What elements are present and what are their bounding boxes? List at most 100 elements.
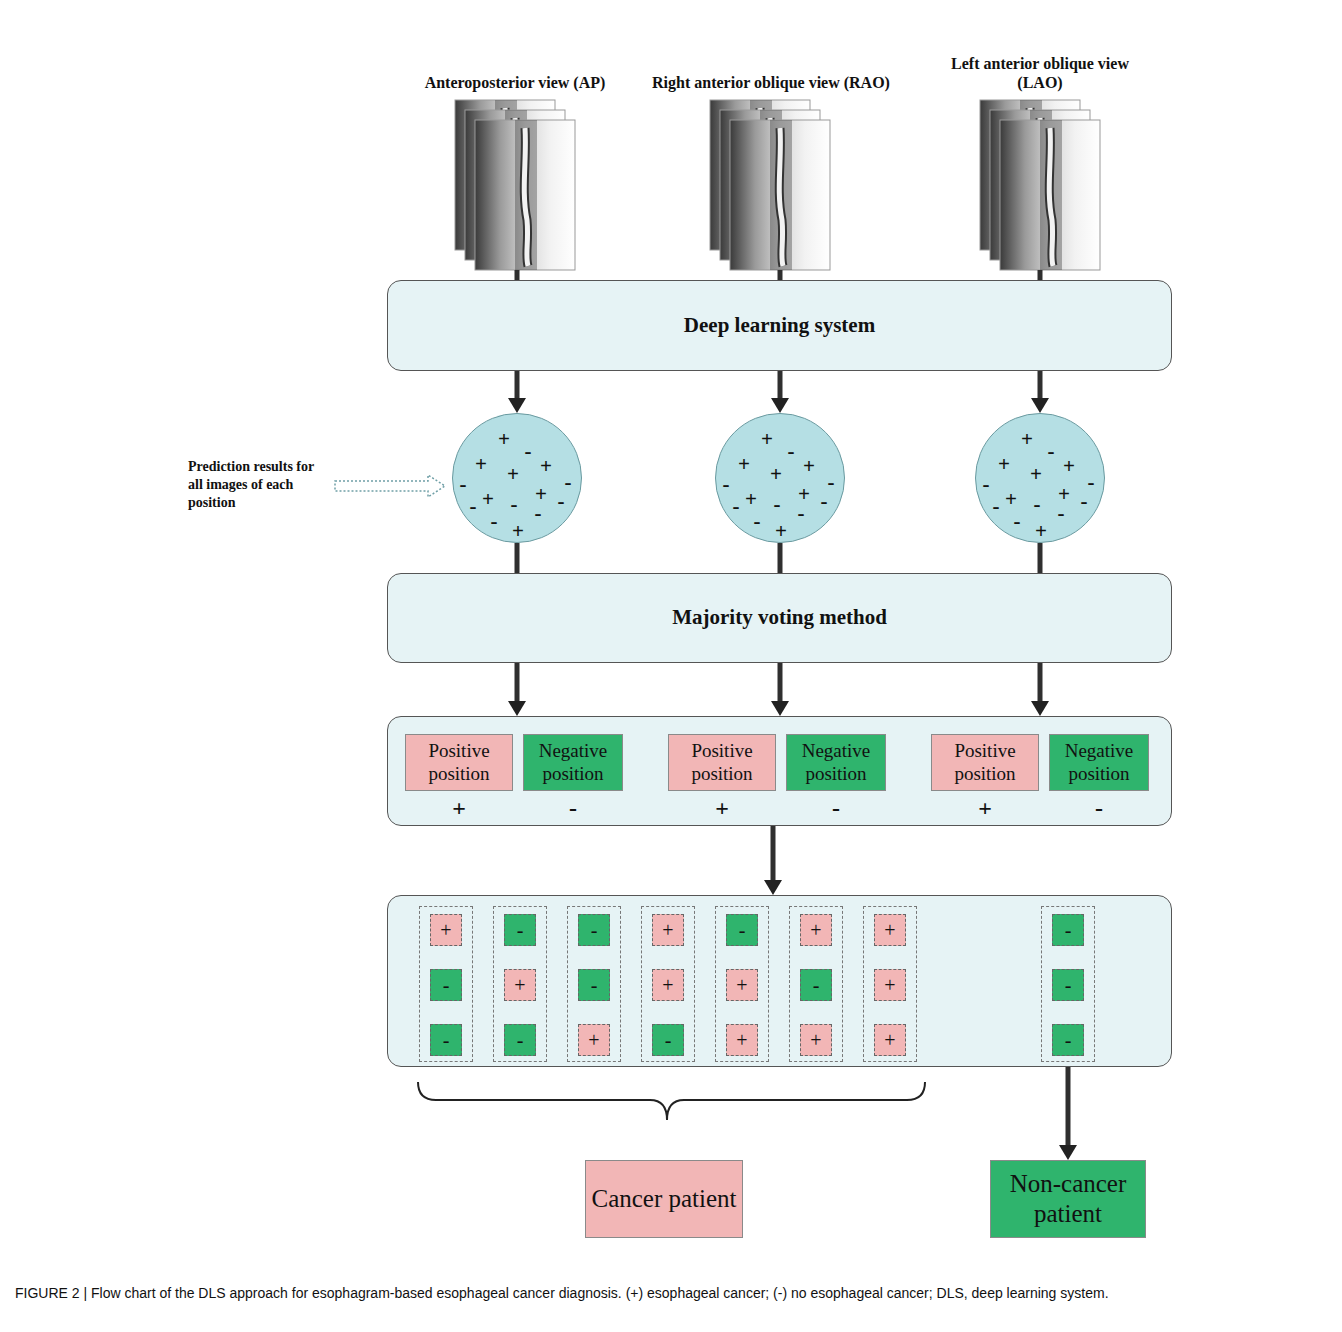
- prediction-circle: +-+++--+-+----+: [975, 413, 1105, 543]
- prediction-sign: +: [745, 489, 757, 510]
- prediction-sign: -: [788, 441, 795, 462]
- flow-connector: [771, 826, 776, 882]
- box-label: +: [884, 973, 895, 997]
- prediction-sign: -: [470, 496, 477, 517]
- flow-connector: [1038, 270, 1043, 280]
- outcome-box: Non-cancer patient: [990, 1160, 1146, 1238]
- vote-box: +: [800, 914, 832, 946]
- prediction-sign: +: [1005, 489, 1017, 510]
- prediction-sign: -: [774, 494, 781, 515]
- prediction-sign: -: [1048, 441, 1055, 462]
- arrow-head: [1031, 398, 1049, 413]
- prediction-sign: -: [983, 474, 990, 495]
- prediction-sign: +: [998, 454, 1010, 475]
- xray-stack: [455, 100, 575, 270]
- position-sign: -: [524, 796, 622, 820]
- position-sign: +: [669, 796, 775, 820]
- box-label: -: [517, 1028, 524, 1052]
- box-label: -: [591, 918, 598, 942]
- position-sign: +: [406, 796, 512, 820]
- flow-connector: [778, 270, 783, 280]
- vote-box: -: [504, 1024, 536, 1056]
- position-sign: +: [932, 796, 1038, 820]
- box-label: +: [810, 918, 821, 942]
- prediction-sign: +: [507, 464, 519, 485]
- prediction-sign: -: [1058, 503, 1065, 524]
- box-label: Negative position: [790, 740, 882, 786]
- flow-connector: [515, 371, 520, 400]
- box-label: +: [514, 973, 525, 997]
- box-label: -: [739, 918, 746, 942]
- prediction-sign: -: [460, 474, 467, 495]
- flow-connector: [1038, 543, 1043, 573]
- image-stack: Anteroposterior view (AP): [455, 100, 575, 270]
- prediction-circle: +-+++--+-+----+: [715, 413, 845, 543]
- prediction-sign: +: [1021, 429, 1033, 450]
- prediction-sign: -: [565, 472, 572, 493]
- vote-box: +: [874, 969, 906, 1001]
- vote-box: +: [874, 1024, 906, 1056]
- prediction-sign: -: [491, 511, 498, 532]
- position-box: Positive position+: [405, 734, 513, 791]
- arrow-head: [764, 880, 782, 895]
- view-heading: Anteroposterior view (AP): [420, 73, 610, 92]
- vote-box: -: [578, 969, 610, 1001]
- vote-box: +: [578, 1024, 610, 1056]
- box-label: -: [443, 1028, 450, 1052]
- vote-box: +: [800, 1024, 832, 1056]
- box-label: Positive position: [935, 740, 1035, 786]
- prediction-sign: -: [754, 511, 761, 532]
- box-label: Negative position: [1053, 740, 1145, 786]
- box-label: +: [810, 1028, 821, 1052]
- result-panel: +---+---+++--+++-++++---: [387, 895, 1172, 1067]
- vote-box: -: [504, 914, 536, 946]
- flow-connector: [778, 371, 783, 400]
- box-label: +: [884, 918, 895, 942]
- prediction-sign: +: [798, 484, 810, 505]
- side-note: Prediction results for all images of eac…: [188, 458, 326, 513]
- box-label: Non-cancer patient: [995, 1169, 1141, 1229]
- view-heading: Left anterior oblique view (LAO): [928, 54, 1153, 92]
- arrow-head: [1059, 1145, 1077, 1160]
- xray-stack: [980, 100, 1100, 270]
- result-panel: Positive position+Negative position-Posi…: [387, 716, 1172, 826]
- box-label: +: [736, 973, 747, 997]
- vote-box: -: [1052, 914, 1084, 946]
- prediction-sign: -: [1081, 491, 1088, 512]
- image-stack: Right anterior oblique view (RAO): [710, 100, 832, 270]
- prediction-sign: +: [512, 521, 524, 542]
- flow-connector: [515, 663, 520, 703]
- box-label: -: [443, 973, 450, 997]
- position-box: Positive position+: [668, 734, 776, 791]
- position-box: Negative position-: [1049, 734, 1149, 791]
- prediction-sign: +: [1063, 456, 1075, 477]
- arrow-head: [1031, 701, 1049, 716]
- outcome-box: Cancer patient: [585, 1160, 743, 1238]
- prediction-sign: +: [738, 454, 750, 475]
- prediction-sign: +: [482, 489, 494, 510]
- box-label: Deep learning system: [684, 313, 875, 338]
- flow-connector: [778, 663, 783, 703]
- vote-box: +: [726, 1024, 758, 1056]
- box-label: +: [884, 1028, 895, 1052]
- vote-box: -: [726, 914, 758, 946]
- prediction-sign: -: [1034, 494, 1041, 515]
- flow-connector: [1038, 371, 1043, 400]
- position-box: Negative position-: [523, 734, 623, 791]
- vote-box: +: [430, 914, 462, 946]
- prediction-sign: -: [525, 441, 532, 462]
- prediction-sign: -: [733, 496, 740, 517]
- prediction-sign: +: [1058, 484, 1070, 505]
- prediction-sign: +: [1030, 464, 1042, 485]
- flow-connector: [515, 543, 520, 573]
- prediction-sign: -: [723, 474, 730, 495]
- flow-connector: [1066, 1056, 1071, 1147]
- box-label: +: [662, 918, 673, 942]
- box-label: -: [813, 973, 820, 997]
- flow-connector: [515, 270, 520, 280]
- vote-box: -: [430, 1024, 462, 1056]
- vote-box: -: [578, 914, 610, 946]
- box-label: +: [440, 918, 451, 942]
- box-label: Positive position: [409, 740, 509, 786]
